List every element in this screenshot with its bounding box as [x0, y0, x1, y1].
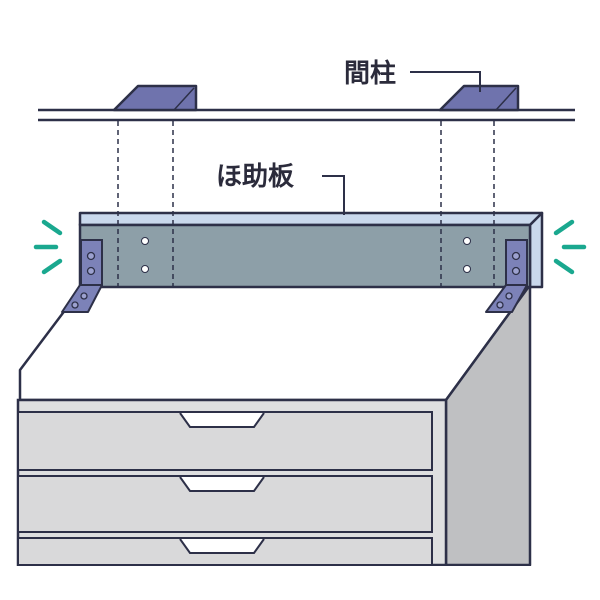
screw-hole	[463, 237, 471, 245]
screw-hole	[141, 237, 149, 245]
vibration-lines-icon	[553, 219, 587, 275]
auxiliary-board-label: ほ助板	[216, 162, 294, 192]
ceiling-beam	[38, 108, 575, 122]
auxiliary-board	[78, 211, 544, 289]
stud-label: 間柱	[344, 59, 396, 89]
drawer-handle	[179, 538, 265, 554]
alignment-guides	[117, 121, 495, 287]
drawer-handle	[179, 412, 265, 428]
screw-icon	[71, 251, 96, 309]
screw-hole	[463, 265, 471, 273]
drawer-3	[17, 537, 433, 566]
drawer-1	[17, 411, 433, 471]
cabinet	[0, 283, 600, 600]
screw-hole	[141, 265, 149, 273]
vibration-lines-icon	[33, 219, 63, 275]
stud-leader-line	[410, 71, 481, 92]
auxiliary-board-leader-line	[322, 175, 345, 215]
screw-icon	[496, 251, 521, 309]
drawer-2	[17, 475, 433, 533]
bracket-right	[485, 239, 528, 313]
drawer-handle	[179, 476, 265, 492]
bracket-left	[61, 239, 103, 313]
stud-left	[112, 84, 198, 112]
stud-right	[438, 84, 520, 112]
